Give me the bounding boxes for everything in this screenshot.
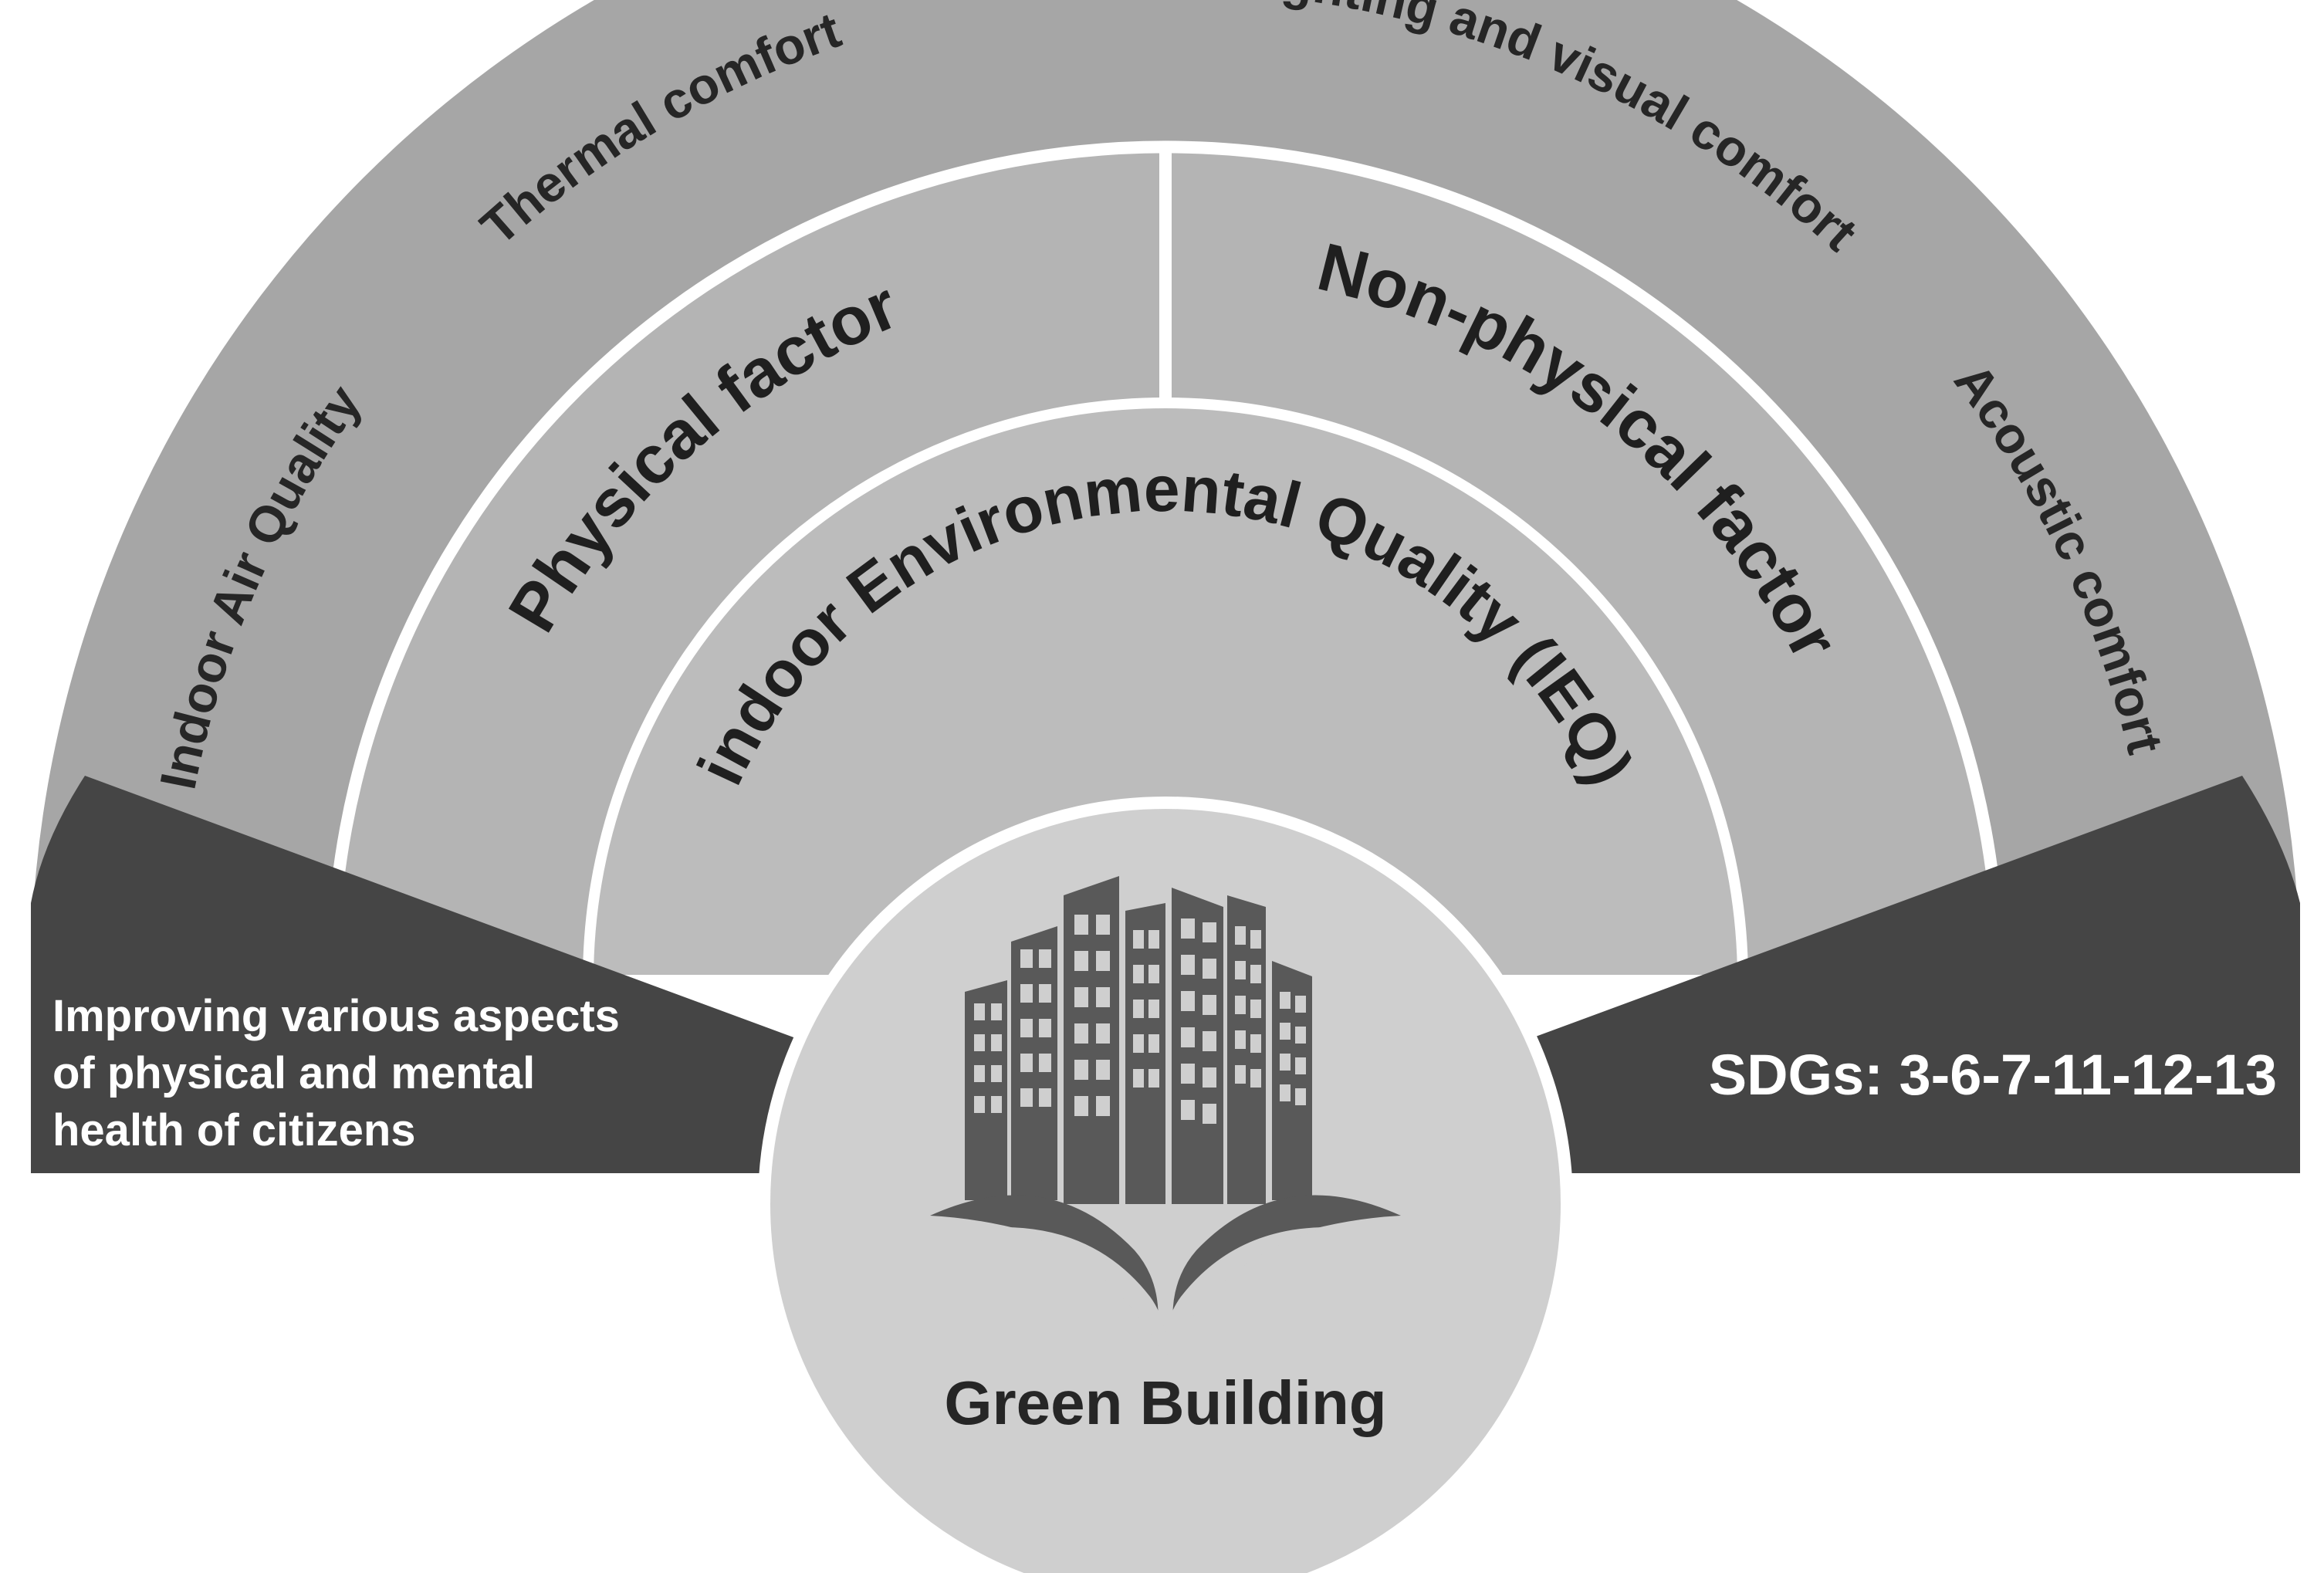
left-wedge: [31, 776, 837, 1173]
left-wedge-line: of physical and mental: [52, 1048, 535, 1098]
left-wedge-line: health of citizens: [52, 1105, 416, 1155]
building-windows: [974, 915, 1306, 1124]
left-wedge-line: Improving various aspects: [52, 991, 620, 1041]
inner-ring: [582, 397, 1749, 986]
leaf-icon: [930, 1195, 1401, 1358]
center-title: Green Building: [944, 1368, 1386, 1437]
sdgs-label: SDGs: 3-6-7-11-12-13: [1709, 1043, 2277, 1107]
left-wedge-text: Improving various aspects of physical an…: [52, 991, 632, 1155]
right-wedge: [1490, 776, 2300, 1173]
